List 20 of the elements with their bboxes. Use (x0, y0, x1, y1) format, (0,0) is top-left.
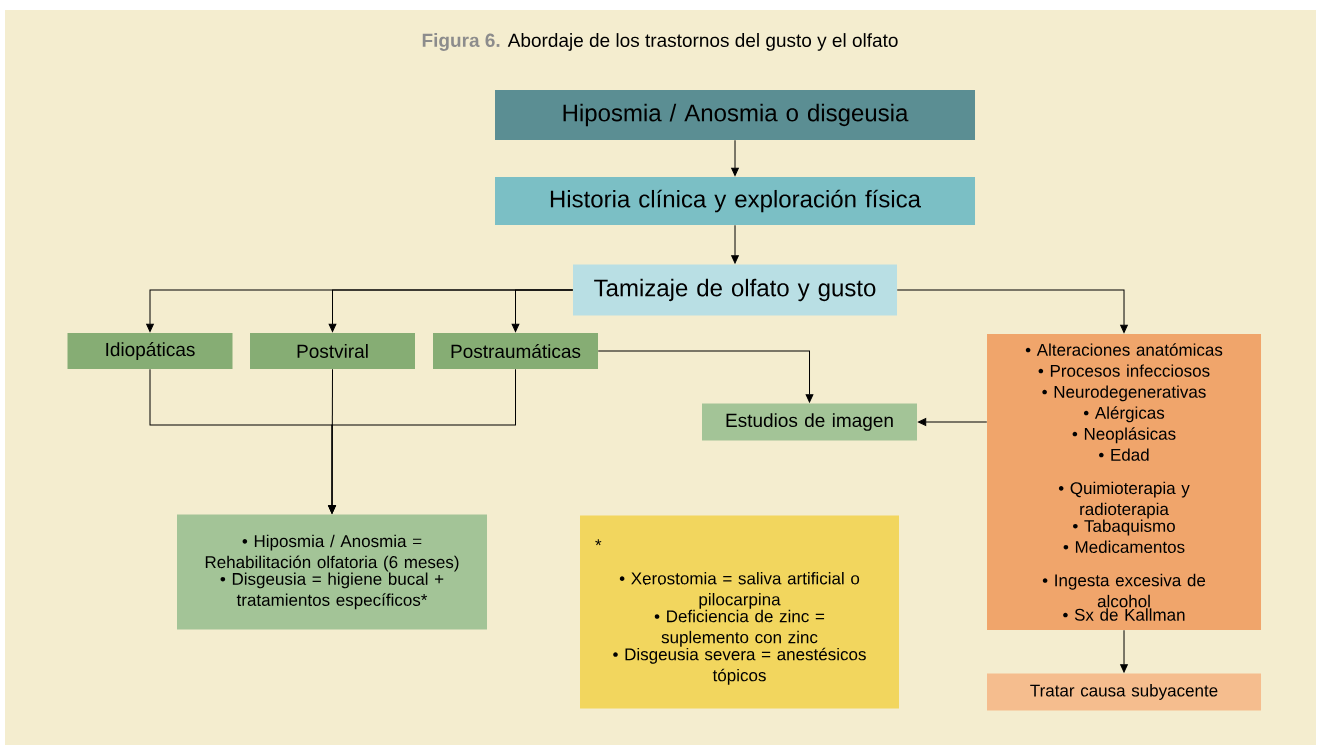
arrow (731, 224, 739, 264)
arrow (1120, 629, 1128, 673)
category-box: Postraumáticas (433, 333, 598, 369)
arrow (917, 418, 988, 426)
arrow (511, 289, 574, 333)
category-box: Idiopáticas (67, 333, 233, 369)
heading-box: Hiposmia / Anosmia o disgeusia (495, 90, 975, 140)
arrow (731, 139, 739, 177)
process-box: Tratar causa subyacente (987, 673, 1261, 711)
process-box: Tamizaje de olfato y gusto (573, 264, 897, 316)
treatment-box: • Hiposmia / Anosmia = Rehabilitación olfatoria (6 meses) • Disgeusia = higiene bucal + tratamientos específicos* (177, 514, 487, 630)
category-box: Postviral (250, 333, 415, 369)
note-box: * • Xerostomia = saliva artificial o pilocarpina • Deficiencia de zinc = suplemento con zinc • Disgeusia severa = anestésicos tópicos (580, 515, 899, 709)
arrow (896, 289, 1128, 334)
figure-title: Figura 6. Abordaje de los trastornos del gusto y el olfato (422, 33, 898, 51)
cause-list-box: • Alteraciones anatómicas • Procesos infecciosos • Neurodegenerativas • Alérgicas • Neoplásicas • Edad • Quimioterapia y radioterapia • Tabaquismo • Medicamentos • Ingesta excesiva de alcohol • Sx de Kallman (987, 334, 1261, 630)
arrow (597, 350, 814, 403)
process-box: Estudios de imagen (702, 403, 917, 441)
arrow (328, 368, 516, 514)
process-box: Historia clínica y exploración física (495, 177, 975, 225)
